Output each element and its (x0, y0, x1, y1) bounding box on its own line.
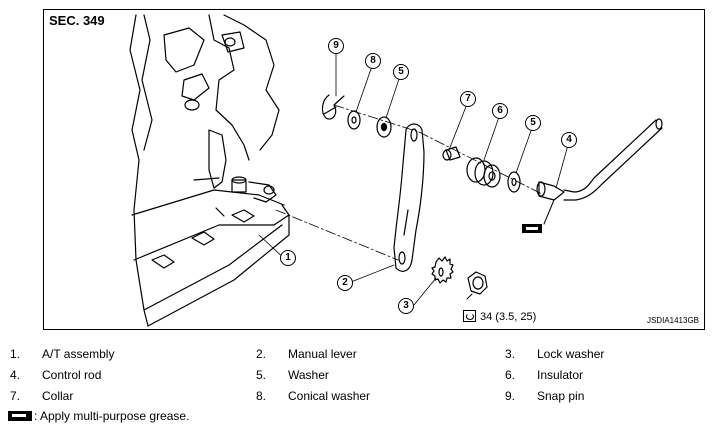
callout-number: 6 (492, 103, 508, 119)
callout-number: 9 (328, 38, 344, 54)
callout-4: 4 (561, 132, 577, 148)
torque-spec: 34 (3.5, 25) (463, 310, 536, 323)
grease-symbol-drawing (522, 199, 555, 233)
leader-lines (258, 49, 569, 306)
figure-id: JSDIA1413GB (646, 316, 699, 325)
control-rod-drawing (536, 118, 663, 201)
callout-3: 3 (398, 298, 414, 314)
diagram-drawing (129, 14, 663, 327)
callout-number: 8 (365, 53, 381, 69)
conical-washer-drawing (347, 110, 361, 130)
callout-9: 9 (328, 38, 344, 54)
nut-drawing (466, 271, 488, 300)
grease-note-text: : Apply multi-purpose grease. (34, 409, 190, 423)
callout-5: 5 (525, 115, 541, 131)
grease-icon (8, 411, 32, 421)
washer-drawing-2 (507, 171, 521, 193)
exploded-diagram (43, 9, 705, 330)
callout-6: 6 (492, 103, 508, 119)
callout-7: 7 (460, 91, 476, 107)
callout-number: 4 (561, 132, 577, 148)
torque-icon (463, 310, 476, 322)
callout-number: 5 (525, 115, 541, 131)
callout-1: 1 (280, 250, 296, 266)
lock-washer-drawing (431, 256, 454, 284)
snap-pin-drawing (321, 94, 345, 120)
callout-2: 2 (337, 275, 353, 291)
callout-number: 1 (280, 250, 296, 266)
torque-value: 34 (3.5, 25) (480, 311, 537, 323)
insulator-drawing (466, 157, 501, 188)
washer-drawing-1 (376, 116, 392, 138)
grease-note: : Apply multi-purpose grease. (8, 409, 189, 423)
callout-number: 3 (398, 298, 414, 314)
callout-number: 7 (460, 91, 476, 107)
manual-lever-drawing (393, 123, 425, 272)
callout-number: 5 (393, 64, 409, 80)
callout-number: 2 (337, 275, 353, 291)
callout-8: 8 (365, 53, 381, 69)
center-lines (275, 104, 545, 261)
at-assembly-drawing (129, 14, 290, 327)
section-label: SEC. 349 (49, 13, 105, 28)
collar-drawing (442, 146, 461, 161)
callout-5: 5 (393, 64, 409, 80)
